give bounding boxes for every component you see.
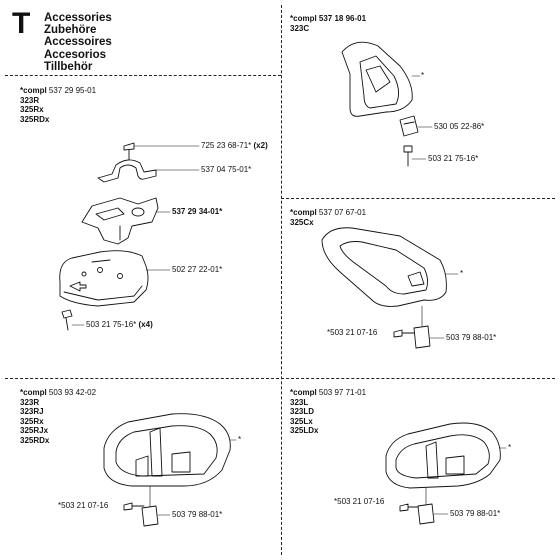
- compl-header-top-right: *compl 537 18 96-01 323C: [290, 14, 366, 33]
- part-label: 503 79 88-01*: [172, 510, 223, 519]
- guard-325cx-drawing: [321, 227, 459, 349]
- model-label: 323LD: [290, 407, 315, 416]
- guard-assembly-exploded-drawing: [59, 142, 200, 331]
- part-label: *503 21 07-16: [334, 497, 385, 506]
- section-letter: T: [12, 7, 31, 40]
- guard-323c-drawing: [341, 41, 433, 167]
- compl-prefix: *compl: [20, 388, 47, 397]
- title-line-es: Accesorios: [44, 48, 107, 61]
- compl-header-bottom-left: *compl 503 93 42-02 323R 323RJ 325Rx 325…: [20, 388, 96, 445]
- part-label: *503 21 07-16: [327, 328, 378, 337]
- model-label: 325RJx: [20, 426, 49, 435]
- section-title: Accessories Zubehöre Accessoires Accesor…: [44, 12, 112, 73]
- model-label: 323R: [20, 95, 40, 105]
- divider-top-right: [281, 198, 555, 199]
- title-line-de: Zubehöre: [44, 24, 97, 37]
- model-label: 325RDx: [20, 435, 50, 445]
- assembly-star: *: [421, 71, 425, 80]
- compl-number: 537 07 67-01: [318, 208, 367, 217]
- compl-header-mid-right: *compl 537 07 67-01 325Cx: [290, 208, 366, 227]
- model-label: 325Rx: [20, 416, 44, 426]
- part-label: 503 79 88-01*: [446, 333, 497, 342]
- part-number: 503 21 75-16*: [86, 320, 137, 329]
- compl-number: 503 97 71-01: [318, 388, 367, 397]
- part-label: 537 29 34-01*: [172, 207, 223, 216]
- part-number: 725 23 68-71*: [201, 141, 252, 150]
- model-label: 325Cx: [290, 217, 314, 227]
- model-label: 325Lx: [290, 416, 313, 426]
- part-label: 503 21 75-16*: [428, 154, 479, 163]
- part-label: 530 05 22-86*: [434, 122, 485, 131]
- divider-bottom: [5, 378, 555, 379]
- model-label: 323R: [20, 397, 40, 407]
- title-line-sv: Tillbehör: [44, 60, 93, 73]
- model-label: 325Rx: [20, 105, 44, 114]
- part-quantity: (x2): [253, 141, 268, 150]
- part-label: 537 04 75-01*: [201, 165, 252, 174]
- guard-bottom-right-drawing: [385, 422, 507, 525]
- part-label: 502 27 22-01*: [172, 265, 223, 274]
- part-label: *503 21 07-16: [58, 501, 109, 510]
- model-label: 325RDx: [20, 114, 50, 124]
- compl-prefix: *compl: [290, 14, 317, 23]
- part-label: 503 79 88-01*: [450, 509, 501, 518]
- assembly-star: *: [460, 269, 464, 278]
- compl-header-bottom-right: *compl 503 97 71-01 323L 323LD 325Lx 325…: [290, 388, 366, 436]
- model-label: 325LDx: [290, 426, 319, 435]
- compl-number: 537 29 95-01: [48, 86, 97, 95]
- assembly-star: *: [508, 443, 512, 452]
- title-line-en: Accessories: [44, 12, 112, 24]
- model-label: 323L: [290, 397, 309, 407]
- guard-bottom-left-drawing: [103, 413, 237, 527]
- compl-prefix: *compl: [290, 388, 317, 397]
- divider-top-left: [5, 75, 281, 76]
- part-label: 725 23 68-71* (x2): [201, 141, 268, 151]
- compl-number: 537 18 96-01: [318, 14, 367, 23]
- compl-header-top-left: *compl 537 29 95-01 323R 325Rx 325RDx: [20, 86, 96, 124]
- model-label: 323C: [290, 23, 310, 33]
- part-label: 503 21 75-16* (x4): [86, 320, 153, 330]
- compl-prefix: *compl: [20, 86, 47, 95]
- divider-vertical: [281, 5, 282, 555]
- compl-number: 503 93 42-02: [48, 388, 97, 397]
- model-label: 323RJ: [20, 407, 44, 416]
- compl-prefix: *compl: [290, 208, 317, 217]
- assembly-star: *: [238, 435, 242, 444]
- title-line-fr: Accessoires: [44, 36, 112, 49]
- part-quantity: (x4): [138, 320, 153, 329]
